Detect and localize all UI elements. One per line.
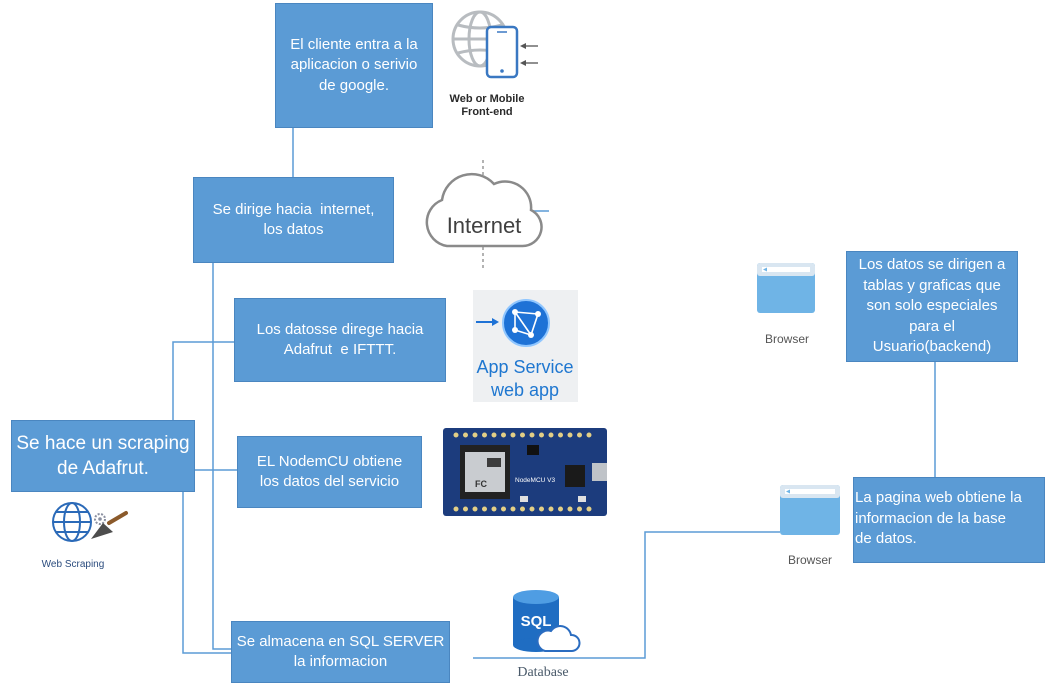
box-line: informacion de la base [855, 509, 1006, 527]
app-service-icon: App Service web app [473, 290, 578, 402]
box-line: para el [909, 317, 955, 335]
cloud-icon: Internet [425, 160, 543, 271]
browser-window-icon: Browser [757, 263, 815, 346]
svg-text:FC: FC [475, 479, 487, 489]
small-cloud-icon [536, 625, 581, 652]
box-line: son solo especiales [866, 297, 998, 315]
browser-bottom-label: Browser [788, 553, 832, 567]
web-scraping-label: Web Scraping [42, 559, 105, 570]
box-line: los datos [263, 221, 324, 238]
box-stored-in-sql-server: Se almacena en SQL SERVER la informacion [231, 621, 450, 683]
sql-database-icon: SQL Database [513, 590, 581, 680]
gear-icon [94, 513, 106, 525]
box-nodemcu-gets-data: EL NodemCU obtiene los datos del servici… [237, 436, 422, 508]
cylinder-top [513, 590, 559, 604]
nodemcu-board-icon: FC NodeMCU V3 [443, 428, 607, 516]
box-scraping-adafruit: Se hace un scraping de Adafrut. [11, 420, 195, 492]
box-line: tablas y graficas que [863, 276, 1001, 294]
scraping-globe-icon [52, 502, 92, 542]
usb-port [592, 463, 607, 481]
board-button-left [520, 496, 528, 502]
internet-label: Internet [447, 213, 522, 238]
box-line: Se almacena en SQL SERVER [236, 632, 445, 650]
box-data-to-backend: Los datos se dirigen a tablas y graficas… [846, 251, 1018, 362]
arrow-right-icon [476, 318, 499, 326]
esp-module: FC [460, 445, 510, 499]
box-line: El cliente entra a la [290, 35, 418, 53]
board-chip [565, 465, 585, 487]
connector-scraping-sql [182, 492, 231, 654]
box-webpage-gets-db-info: La pagina web obtiene la informacion de … [853, 477, 1045, 563]
connector-internet-sql [212, 263, 231, 650]
connector-adafruit-scraping [172, 341, 234, 420]
board-button-right [578, 496, 586, 502]
box-line: de google. [318, 76, 390, 94]
box-client-enters-app: El cliente entra a la aplicacion o seriv… [275, 3, 433, 128]
browser-bottom-addressbar [785, 489, 835, 494]
browser-top-addressbar [762, 267, 810, 272]
box-line: Se dirige hacia internet, [212, 200, 375, 218]
box-line: aplicacion o serivio [290, 56, 418, 74]
app-service-label-line1: App Service [476, 357, 573, 377]
box-line: EL NodemCU obtiene [256, 452, 403, 470]
box-line: de datos. [855, 530, 917, 547]
app-service-label-line2: web app [490, 380, 559, 400]
frontend-label-line1: Web or Mobile [450, 93, 525, 105]
board-label: NodeMCU V3 [515, 477, 555, 484]
board-chip-small [527, 445, 539, 455]
browser-bottom-back-icon [786, 489, 790, 494]
box-data-to-adafruit: Los datosse direge hacia Adafrut e IFTTT… [234, 298, 446, 382]
box-line: La pagina web obtiene la [855, 489, 1022, 506]
globe-phone-icon: Web or Mobile Front-end [450, 10, 538, 118]
box-line: la informacion [293, 653, 388, 670]
arrow-left-icon [520, 43, 538, 66]
database-label: Database [517, 665, 568, 680]
box-line: Los datosse direge hacia [256, 320, 424, 338]
browser-top-label: Browser [765, 332, 809, 346]
browser-top-back-icon [763, 267, 767, 272]
cloud-outline [425, 172, 543, 248]
browser-window-icon: Browser [780, 485, 840, 567]
connector-database-browser [473, 531, 780, 659]
box-line: los datos del servicio [259, 473, 400, 490]
globe-trowel-icon: Web Scraping [42, 502, 128, 570]
network-globe-icon [502, 299, 550, 347]
frontend-label-line2: Front-end [461, 106, 512, 118]
trowel-icon [91, 511, 128, 539]
box-line: Adafrut e IFTTT. [283, 341, 397, 358]
box-line: Se hace un scraping [16, 433, 190, 454]
box-line: Usuario(backend) [872, 338, 992, 356]
connectors [172, 128, 936, 659]
sql-badge: SQL [521, 613, 552, 630]
box-line: de Adafrut. [57, 458, 149, 479]
phone-icon [485, 25, 519, 79]
box-goes-to-internet: Se dirige hacia internet, los datos [193, 177, 394, 263]
box-line: Los datos se dirigen a [858, 256, 1006, 274]
